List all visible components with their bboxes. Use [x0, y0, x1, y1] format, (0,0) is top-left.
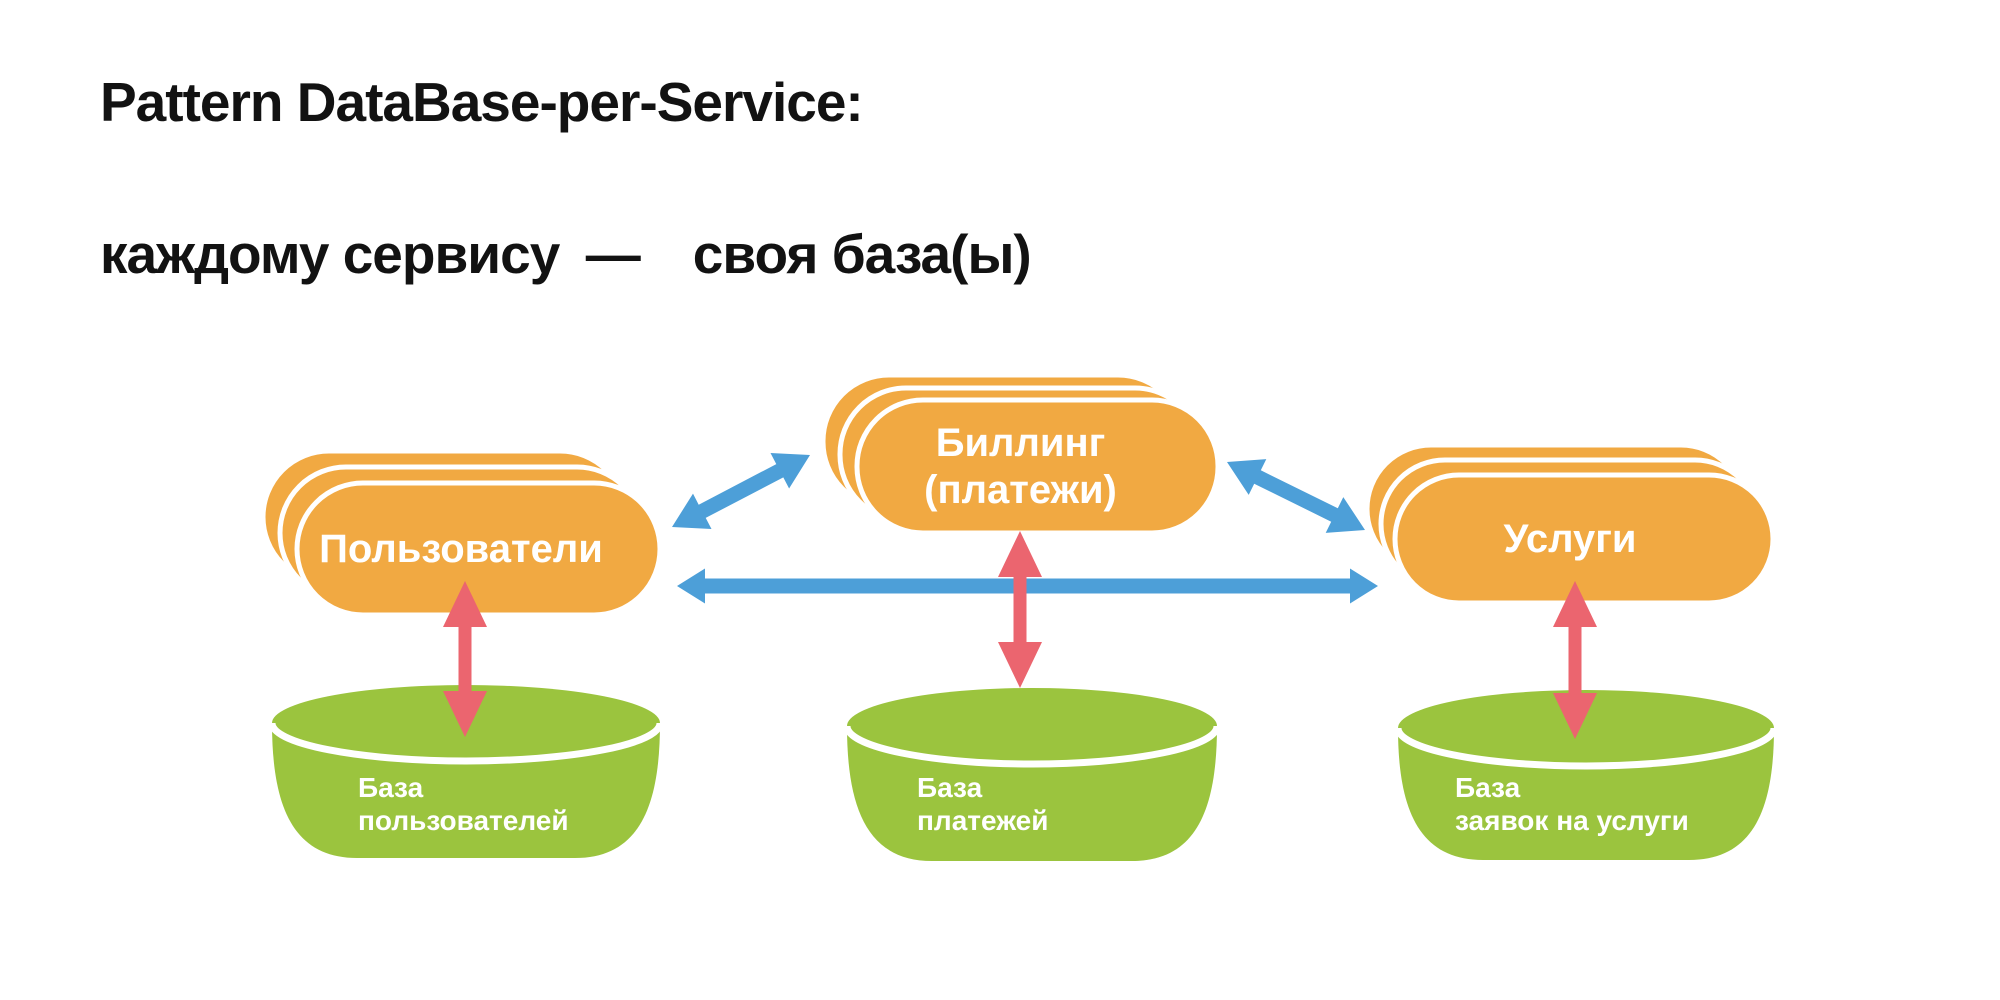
service-label-services: Услуги — [1367, 475, 1773, 603]
db-label-service-requests: База заявок на услуги — [1455, 771, 1689, 837]
database-rim-line — [1394, 727, 1778, 770]
service-label-line: Пользователи — [319, 526, 603, 571]
database-users-bowl — [268, 685, 664, 858]
title-line-1: Pattern DataBase-per-Service: — [100, 71, 864, 133]
title-line-2: каждому сервису — своя база(ы) — [100, 223, 1032, 285]
db-label-line: База — [1455, 772, 1521, 803]
database-rim-line — [843, 725, 1221, 768]
db-label-line: База — [358, 772, 424, 803]
service-services-stack — [1364, 442, 1776, 606]
service-label-line: (платежи) — [924, 467, 1117, 512]
service-card-front — [854, 397, 1221, 536]
arrow-users-services — [677, 568, 1378, 604]
arrow-billing-services — [1227, 459, 1365, 533]
arrow-users-db — [443, 581, 487, 737]
db-label-payments: База платежей — [917, 771, 1048, 837]
service-label-billing: Биллинг (платежи) — [823, 400, 1218, 533]
db-label-users: База пользователей — [358, 771, 569, 837]
service-label-line: Биллинг — [935, 420, 1106, 465]
database-payments-bowl — [843, 688, 1221, 861]
service-billing-stack — [820, 372, 1221, 536]
database-bowl-shape — [1398, 690, 1774, 860]
service-label-users: Пользователи — [262, 483, 660, 615]
slide-title: Pattern DataBase-per-Service: каждому се… — [100, 64, 1032, 292]
arrow-users-billing — [672, 453, 810, 529]
service-label-line: Услуги — [1503, 516, 1637, 561]
db-label-line: платежей — [917, 805, 1049, 836]
arrow-services-db — [1553, 581, 1597, 739]
database-bowl-shape — [847, 688, 1217, 861]
database-bowl-shape — [272, 685, 660, 858]
database-rim-line — [268, 722, 664, 765]
db-label-line: заявок на услуги — [1455, 805, 1689, 836]
database-service-requests-bowl — [1394, 690, 1778, 860]
arrow-billing-db — [998, 531, 1042, 688]
db-label-line: База — [917, 772, 983, 803]
db-label-line: пользователей — [358, 805, 569, 836]
